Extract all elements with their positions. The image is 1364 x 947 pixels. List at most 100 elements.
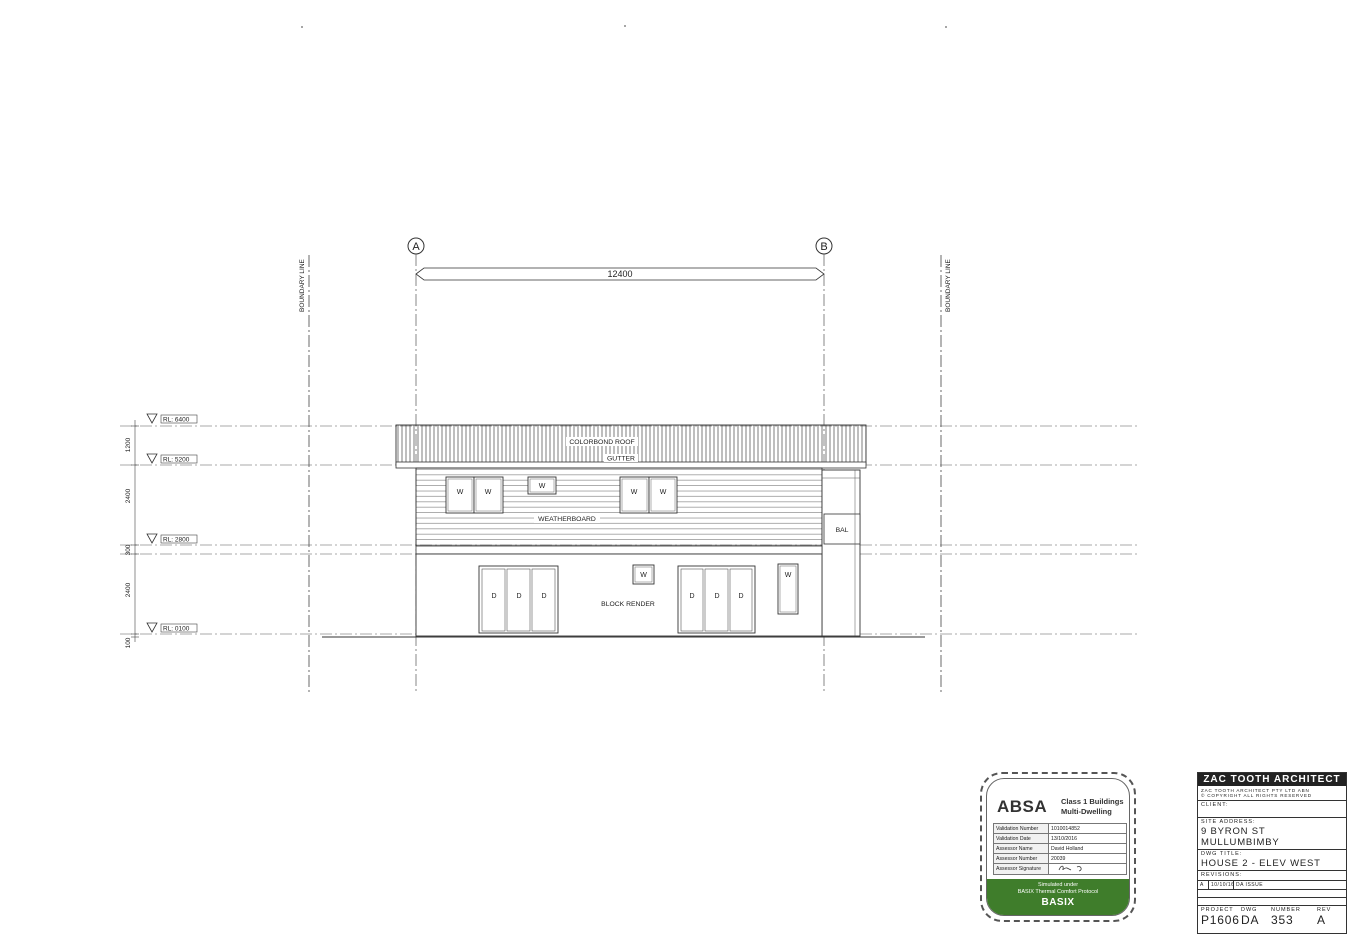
- door-1: D: [481, 568, 506, 632]
- revisions-label: REVISIONS:: [1201, 872, 1243, 879]
- signature-icon: [1058, 865, 1082, 872]
- level-label-5200: RL: 5200: [163, 457, 190, 464]
- boundary-label-right: BOUNDARY LINE: [945, 258, 952, 312]
- weatherboard-label: WEATHERBOARD: [538, 516, 596, 523]
- vertical-dim-2400-lower: 2400: [125, 582, 132, 597]
- lower-storey: BLOCK RENDER: [415, 553, 823, 637]
- upper-window-4: W: [619, 476, 650, 514]
- dwg-label: DWG: [1241, 907, 1258, 914]
- vertical-dim-100: 100: [125, 637, 132, 648]
- drawing-number: 353: [1271, 913, 1294, 928]
- block-render-label: BLOCK RENDER: [601, 601, 655, 608]
- upper-window-3: W: [527, 476, 557, 495]
- window-tag: W: [660, 489, 667, 496]
- absa-class-line1: Class 1 Buildings: [1061, 797, 1124, 806]
- absa-field-label: Assessor Name: [993, 843, 1049, 854]
- revision-date: 10/10/16: [1211, 881, 1235, 890]
- level-marker-2800: RL: 2800: [146, 533, 198, 544]
- vertical-dim-1200: 1200: [125, 437, 132, 452]
- absa-field-label: Assessor Number: [993, 853, 1049, 864]
- boundary-label-left: BOUNDARY LINE: [299, 258, 306, 312]
- absa-simulated: Simulated under BASIX Thermal Comfort Pr…: [987, 882, 1129, 896]
- absa-header: ABSA Class 1 Buildings Multi-Dwelling: [993, 793, 1129, 823]
- fine-print-line2: © COPYRIGHT ALL RIGHTS RESERVED: [1201, 793, 1312, 799]
- revision-blank-row: [1198, 898, 1346, 907]
- number-col: NUMBER 353: [1271, 907, 1317, 927]
- door-4: D: [680, 568, 704, 632]
- upper-window-5: W: [648, 476, 678, 514]
- rev-label: REV: [1317, 907, 1332, 914]
- overall-dimension: 12400: [415, 267, 825, 281]
- site-line2: MULLUMBIMBY: [1201, 837, 1280, 849]
- window-tag: W: [539, 483, 546, 490]
- level-label-0100: RL: 0100: [163, 626, 190, 633]
- bal-label: BAL: [836, 527, 849, 534]
- revision-desc: DA ISSUE: [1236, 882, 1264, 889]
- revision-rev: A: [1198, 881, 1209, 890]
- level-label-2800: RL: 2800: [163, 537, 190, 544]
- door-group-right: D D D: [677, 565, 756, 634]
- grid-a-label: A: [412, 241, 420, 253]
- door-tag: D: [689, 593, 694, 600]
- rev-col: REV A: [1317, 907, 1331, 927]
- door-tag: D: [714, 593, 719, 600]
- site-row: SITE ADDRESS: 9 BYRON ST MULLUMBIMBY: [1198, 818, 1346, 851]
- table-row: Assessor Signature: [993, 863, 1127, 875]
- window-tag: W: [485, 489, 492, 496]
- roof-label-backing: [566, 437, 638, 446]
- level-marker-6400: RL: 6400: [146, 413, 198, 424]
- dwg-title-label: DWG TITLE:: [1201, 851, 1243, 858]
- window-tag: W: [785, 572, 792, 579]
- client-row: CLIENT:: [1198, 801, 1346, 819]
- site-label: SITE ADDRESS:: [1201, 819, 1256, 826]
- firm-fine-print: ZAC TOOTH ARCHITECT PTY LTD ABN © COPYRI…: [1198, 786, 1346, 802]
- firm-name: ZAC TOOTH ARCHITECT: [1198, 773, 1346, 786]
- door-5: D: [704, 568, 729, 632]
- upper-window-2: W: [473, 476, 504, 514]
- vertical-dim-2400-upper: 2400: [125, 488, 132, 503]
- absa-field-label: Validation Number: [993, 823, 1049, 834]
- rev-value: A: [1317, 913, 1326, 928]
- window-tag: W: [457, 489, 464, 496]
- door-group-left: D D D: [478, 565, 559, 634]
- boundary-line-right: BOUNDARY LINE: [940, 255, 952, 692]
- window-tag: W: [631, 489, 638, 496]
- dwg-title-row: DWG TITLE: HOUSE 2 - ELEV WEST: [1198, 850, 1346, 872]
- client-label: CLIENT:: [1201, 802, 1229, 809]
- absa-simulated-line1: Simulated under: [1037, 882, 1079, 888]
- dwg-title: HOUSE 2 - ELEV WEST: [1201, 858, 1321, 870]
- absa-stamp-frame: ABSA Class 1 Buildings Multi-Dwelling Va…: [986, 778, 1130, 916]
- absa-field-value: 13/10/2016: [1048, 833, 1127, 844]
- gutter-label: GUTTER: [607, 456, 635, 463]
- revisions-label-row: REVISIONS:: [1198, 871, 1346, 882]
- door-tag: D: [738, 593, 743, 600]
- level-label-6400: RL: 6400: [163, 417, 190, 424]
- absa-field-label: Assessor Signature: [993, 863, 1049, 875]
- absa-field-label: Validation Date: [993, 833, 1049, 844]
- title-block: ZAC TOOTH ARCHITECT ZAC TOOTH ARCHITECT …: [1197, 772, 1347, 934]
- vertical-dimensions: 1200 2400 300 2400 100: [125, 420, 139, 648]
- site-line1: 9 BYRON ST: [1201, 826, 1266, 838]
- door-tag: D: [541, 593, 546, 600]
- door-6: D: [729, 568, 753, 632]
- absa-class-line2: Multi-Dwelling: [1061, 807, 1112, 816]
- roof-label: COLORBOND ROOF: [569, 439, 634, 446]
- door-tag: D: [491, 593, 496, 600]
- boundary-line-left: BOUNDARY LINE: [299, 255, 310, 692]
- absa-logo: ABSA: [997, 797, 1048, 816]
- absa-class: Class 1 Buildings Multi-Dwelling: [1061, 797, 1129, 817]
- floor-band: [415, 545, 823, 555]
- weatherboard-label-backing: [534, 514, 600, 523]
- balcony: BAL: [821, 469, 861, 637]
- door-3: D: [531, 568, 556, 632]
- overall-dimension-value: 12400: [607, 269, 632, 279]
- absa-field-value: 20039: [1048, 853, 1127, 864]
- door-tag: D: [516, 593, 521, 600]
- drawing-number-row: PROJECT P1606 DWG DA NUMBER 353 REV A: [1198, 906, 1346, 927]
- vertical-dim-300: 300: [125, 544, 132, 555]
